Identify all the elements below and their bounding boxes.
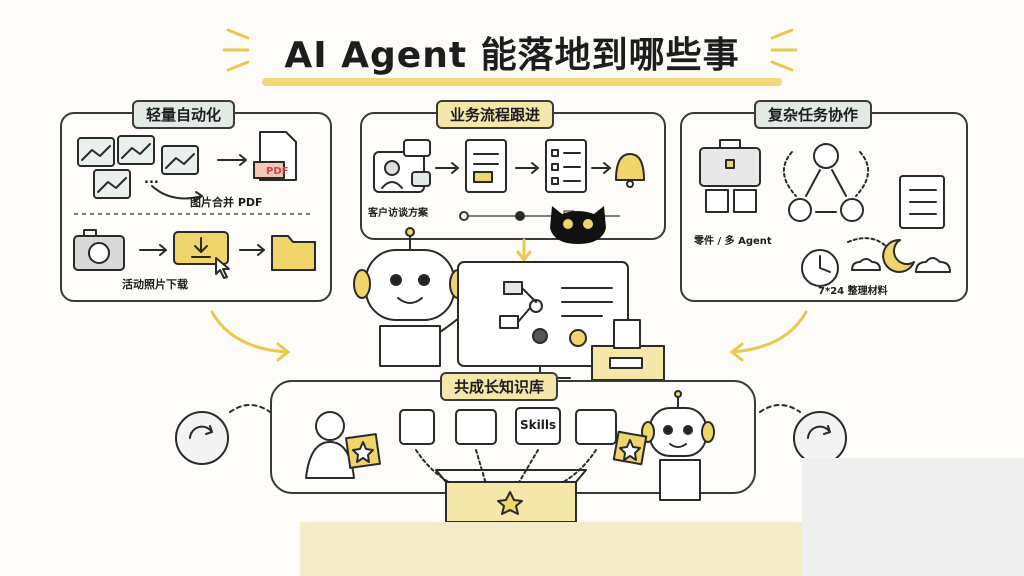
checklist-icon <box>399 409 435 445</box>
ellipsis: ... <box>144 172 159 187</box>
bell-icon <box>615 153 645 188</box>
complex-illustration <box>699 139 951 287</box>
bottom-right-blank <box>802 458 1024 576</box>
page-title: AI Agent 能落地到哪些事 <box>284 35 740 76</box>
flow-icon <box>575 409 617 445</box>
clock-icon <box>801 249 839 287</box>
robot-monitor-illustration <box>353 227 665 381</box>
checklist-icon <box>899 175 945 229</box>
robot-icon <box>641 390 715 501</box>
image-icon <box>77 135 199 199</box>
box-icon <box>435 469 587 523</box>
bottom-banner <box>300 522 802 576</box>
schedule-label: 7*24 整理材料 <box>818 286 888 297</box>
moon-icon <box>882 238 915 273</box>
refresh-icon <box>175 411 229 465</box>
folder-icon <box>271 235 316 271</box>
robot-icon <box>353 227 493 367</box>
multi-agent-label: 零件 / 多 Agent <box>694 236 772 247</box>
refresh-icon <box>793 411 847 465</box>
visit-label: 客户访谈方案 <box>368 208 428 219</box>
briefcase-icon <box>699 139 761 187</box>
star-icon <box>612 430 648 466</box>
knowledge-illustration <box>175 390 847 523</box>
skills-card <box>515 407 561 445</box>
merge-label: 图片合并 PDF <box>190 196 263 209</box>
pdf-badge: PDF <box>266 166 289 177</box>
tag-complex: 复杂任务协作 <box>754 100 873 129</box>
star-icon <box>345 433 381 469</box>
cat-icon <box>550 206 606 244</box>
robot-icon <box>783 143 869 222</box>
cloud-icon <box>851 257 951 273</box>
tag-workflow: 业务流程跟进 <box>436 100 555 129</box>
camera-icon <box>73 229 125 271</box>
tag-knowledge: 共成长知识库 <box>440 372 559 401</box>
chat-icon <box>455 409 497 445</box>
light-automation-illustration <box>73 131 316 279</box>
monitor-icon <box>457 261 629 379</box>
workflow-illustration <box>373 139 645 222</box>
checklist-icon <box>545 139 587 193</box>
box-icon <box>591 319 665 381</box>
user-icon <box>305 411 355 479</box>
download-label: 活动照片下载 <box>122 278 188 291</box>
chat-user-icon <box>373 139 431 193</box>
download-icon <box>173 231 230 279</box>
skills-label: Skills <box>520 418 557 432</box>
tag-light-automation: 轻量自动化 <box>132 100 236 129</box>
cube-icon <box>705 189 757 213</box>
pdf-file-icon <box>253 131 297 181</box>
title-underline <box>262 78 782 86</box>
document-icon <box>465 139 507 193</box>
